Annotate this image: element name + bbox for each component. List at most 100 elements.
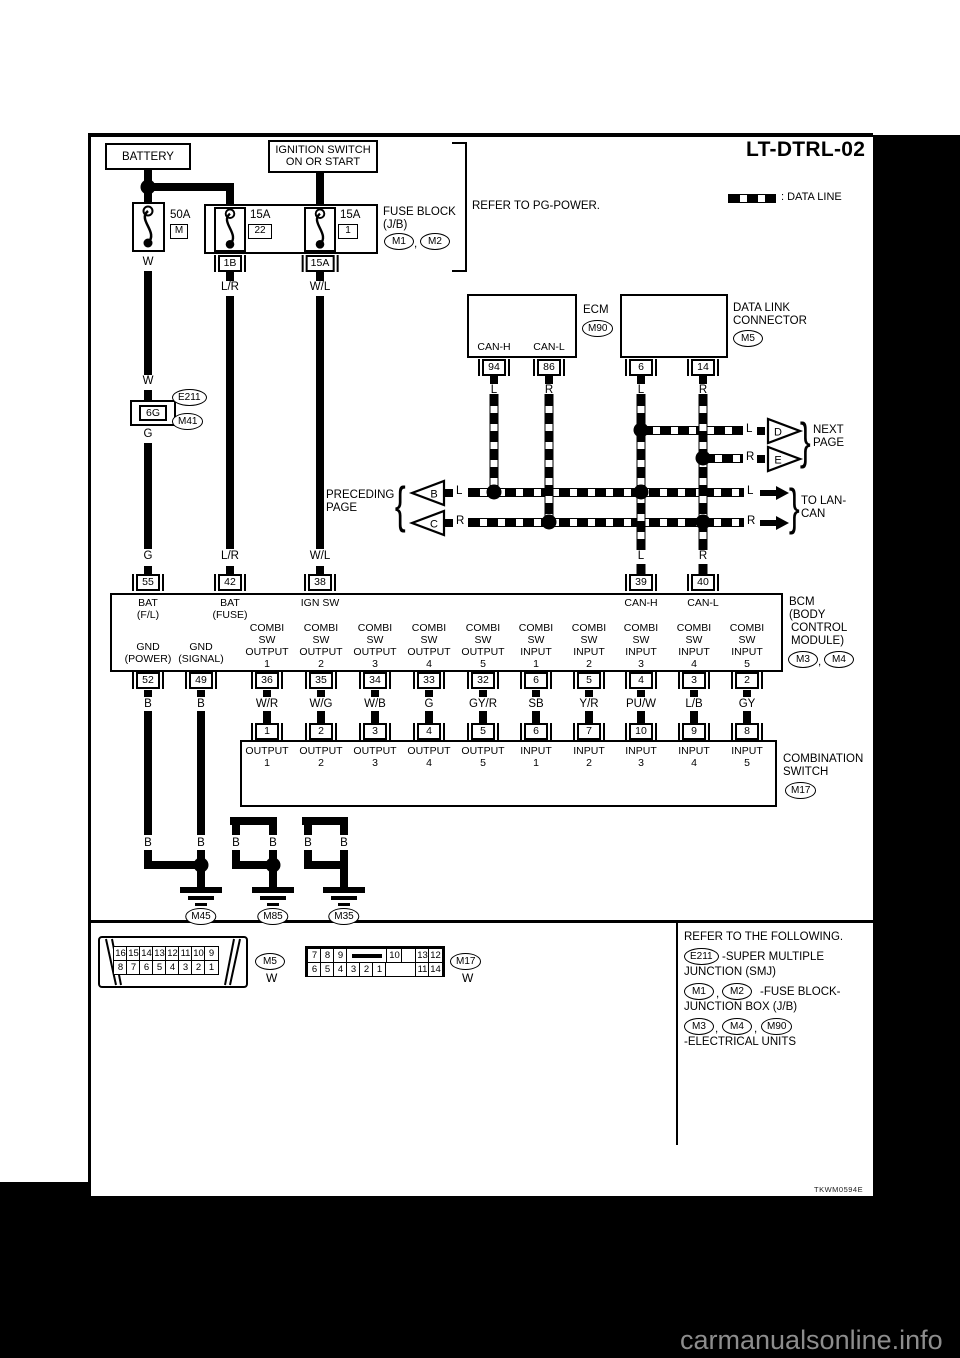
wire [585, 711, 593, 724]
refer-elec-text: -ELECTRICAL UNITS [684, 1036, 797, 1048]
wire-color-label: B [269, 837, 277, 849]
brace: { [394, 477, 406, 533]
footer-divider [676, 923, 678, 1145]
comma: , [715, 1023, 719, 1035]
page-connector-e: E [766, 445, 804, 473]
connector-ref-m3: M3 [788, 651, 818, 668]
m17-cell: 14 [428, 962, 443, 977]
bcm-pin-2: 2 [731, 672, 763, 689]
ground-icon [260, 896, 286, 900]
wire-color-label: G [424, 698, 434, 710]
bcm-terminal-label: CAN-L [687, 597, 719, 609]
wire-color-label: B [197, 698, 205, 710]
dlc-pin-6: 6 [625, 359, 657, 376]
bcm-terminal-label: (F/L) [136, 609, 160, 621]
fuse-block-label: FUSE BLOCK [383, 206, 456, 218]
cs-pin-10: 10 [625, 723, 657, 740]
wire-color-label: L [456, 485, 463, 497]
fuse-icon [224, 208, 236, 249]
fuse-slot: M [170, 224, 188, 239]
wire-color-label: L/R [221, 550, 239, 562]
junction-dot [193, 857, 209, 873]
wire [197, 690, 205, 697]
ground-icon [331, 896, 357, 900]
wire [699, 376, 707, 384]
connector-ref-m4: M4 [824, 651, 854, 668]
connector-pin-15a: 15A [301, 255, 339, 272]
wire-color-label: L [637, 550, 645, 562]
ecm-label: ECM [583, 304, 609, 316]
bcm-pin-55: 55 [132, 574, 164, 591]
wire [230, 817, 277, 825]
wire [743, 711, 751, 724]
bcm-name2: (BODY [789, 609, 826, 621]
wire-color-label: B [340, 837, 348, 849]
wire [232, 861, 277, 869]
bcm-pin-34: 34 [359, 672, 391, 689]
wire [445, 519, 453, 527]
bcm-pin-6: 6 [520, 672, 552, 689]
wire [316, 296, 324, 549]
smj-connector: 6G [139, 405, 167, 421]
ground-icon [195, 903, 207, 906]
wire-color-label: L [747, 485, 754, 497]
wire [263, 690, 271, 697]
battery-box: BATTERY [105, 143, 191, 170]
bcm-pin-3: 3 [678, 672, 710, 689]
dlc-label2: CONNECTOR [733, 315, 807, 327]
wire-color-label: W [142, 375, 154, 387]
connector-ref-m2-footer: M2 [722, 983, 752, 1000]
scan-left-notch [0, 1182, 90, 1198]
cs-pin-4: 4 [413, 723, 445, 740]
wire [304, 861, 348, 869]
wire [144, 711, 152, 835]
ground-icon [252, 887, 294, 893]
wire [743, 690, 751, 697]
bcm-pin-4: 4 [625, 672, 657, 689]
arrow-right-icon [760, 486, 789, 500]
connector-ref-m1: M1 [384, 233, 414, 250]
m17-blank-cell [385, 962, 417, 977]
refer-smj-text: -SUPER MULTIPLE [722, 951, 825, 963]
wire [316, 173, 324, 210]
wire-color-label: L [746, 423, 753, 435]
bcm-terminal-label: CAN-H [624, 597, 658, 609]
wire-color-label: L/B [685, 698, 703, 710]
connector-ref-m90: M90 [582, 320, 614, 337]
connector-color: W [462, 971, 474, 985]
connector-ref-m1-footer: M1 [684, 983, 714, 1000]
wire [304, 817, 312, 835]
wire-color-label: B [144, 837, 152, 849]
wire [479, 711, 487, 724]
wire [317, 711, 325, 724]
connector-ref-e211-footer: E211 [684, 948, 719, 965]
page-connector-b: B [408, 479, 446, 507]
bcm-p in-33: 33 [413, 672, 445, 689]
data-line [636, 394, 646, 550]
junction-dot [140, 179, 156, 195]
wire [144, 566, 152, 575]
wire [445, 489, 453, 497]
svg-text:D: D [774, 427, 782, 439]
cs-pin-9: 9 [678, 723, 710, 740]
preceding-page-label2: PAGE [326, 502, 358, 514]
wire-color-label: W/L [309, 281, 331, 293]
arrow-right-icon [760, 516, 789, 530]
cs-pin-8: 8 [731, 723, 763, 740]
fuse-rating: 50A [170, 209, 191, 221]
fuse-icon [314, 208, 326, 249]
frame-divider [88, 920, 873, 923]
comma: , [716, 988, 720, 1000]
wire-color-label: R [747, 515, 756, 527]
dlc-box [620, 294, 728, 358]
bcm-name4: MODULE) [791, 635, 845, 647]
m17-cell: 6 [307, 962, 322, 977]
